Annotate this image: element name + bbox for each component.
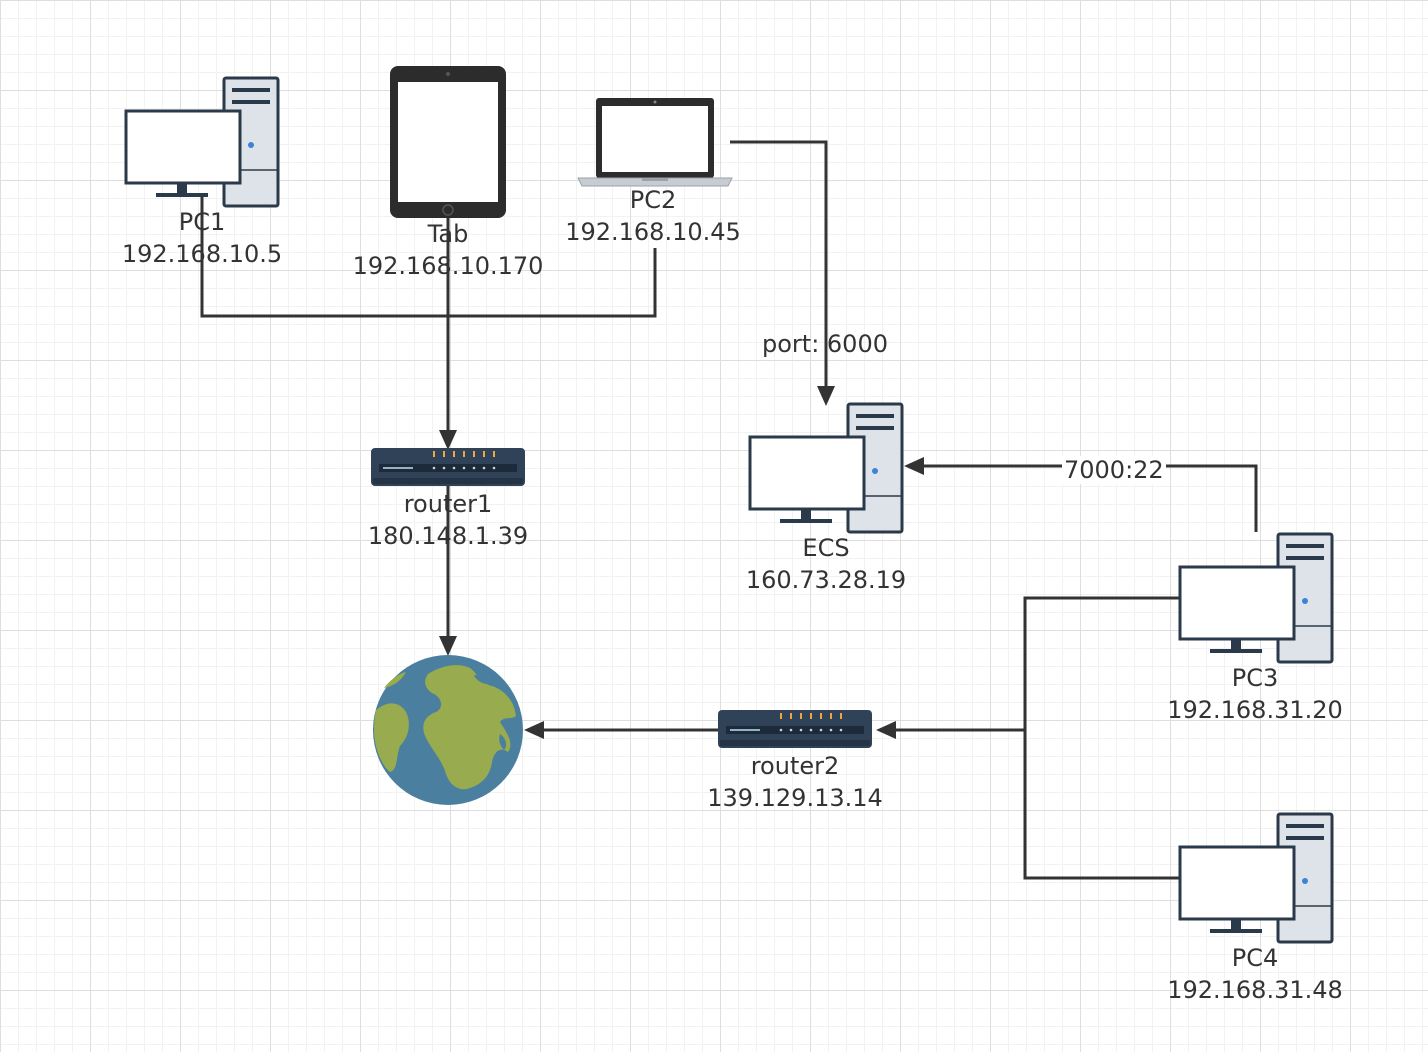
arrowheads — [439, 386, 924, 739]
tab-ip: 192.168.10.170 — [352, 252, 544, 280]
laptop-icon — [577, 98, 733, 187]
pc1-label: PC1 192.168.10.5 — [112, 206, 292, 270]
edge-pc1-lan-bus — [200, 196, 657, 318]
pc1-icon[interactable] — [124, 76, 280, 208]
pc3-name: PC3 — [1231, 664, 1279, 692]
desktop-pc-icon — [124, 76, 280, 208]
router-icon — [718, 710, 872, 748]
arrowhead-router2 — [876, 721, 896, 739]
edge-pc2-to-ecs — [730, 140, 828, 388]
pc4-ip: 192.168.31.48 — [1167, 976, 1343, 1004]
router2-name: router2 — [750, 752, 840, 780]
connectors — [200, 140, 1258, 880]
arrowhead-internet-right — [524, 721, 544, 739]
tab-label: Tab 192.168.10.170 — [336, 218, 560, 282]
router1-name: router1 — [403, 490, 493, 518]
desktop-pc-icon — [748, 402, 904, 534]
pc4-name: PC4 — [1231, 944, 1279, 972]
router2-ip: 139.129.13.14 — [707, 784, 883, 812]
router2-icon[interactable] — [718, 710, 872, 748]
pc2-label: PC2 192.168.10.45 — [553, 184, 753, 248]
edge-label-port: port: 6000 — [762, 330, 888, 358]
arrowhead-ecs-top — [817, 386, 835, 406]
tab-name: Tab — [427, 220, 469, 248]
ecs-label: ECS 160.73.28.19 — [726, 532, 926, 596]
ecs-name: ECS — [802, 534, 850, 562]
desktop-pc-icon — [1178, 532, 1334, 664]
pc1-ip: 192.168.10.5 — [121, 240, 283, 268]
pc1-name: PC1 — [178, 208, 226, 236]
router2-label: router2 139.129.13.14 — [695, 750, 895, 814]
pc4-icon[interactable] — [1178, 812, 1334, 944]
globe-icon — [373, 655, 523, 805]
edge-pc3-to-ecs — [920, 464, 1258, 532]
internet-globe[interactable] — [373, 655, 523, 805]
pc3-ip: 192.168.31.20 — [1167, 696, 1343, 724]
ecs-icon[interactable] — [748, 402, 904, 534]
router1-ip: 180.148.1.39 — [367, 522, 529, 550]
pc2-name: PC2 — [629, 186, 677, 214]
pc3-label: PC3 192.168.31.20 — [1145, 662, 1365, 726]
router1-icon[interactable] — [371, 448, 525, 486]
edge-label-forward: 7000:22 — [1062, 456, 1166, 484]
tab-icon[interactable] — [390, 66, 506, 218]
router-icon — [371, 448, 525, 486]
arrowhead-ecs-right — [904, 457, 924, 475]
pc2-icon[interactable] — [577, 98, 733, 187]
desktop-pc-icon — [1178, 812, 1334, 944]
arrowhead-router1 — [439, 430, 457, 450]
pc3-icon[interactable] — [1178, 532, 1334, 664]
router1-label: router1 180.148.1.39 — [348, 488, 548, 552]
edge-lan2-bus — [1023, 596, 1180, 880]
tablet-icon — [390, 66, 506, 218]
pc4-label: PC4 192.168.31.48 — [1145, 942, 1365, 1006]
pc2-ip: 192.168.10.45 — [565, 218, 741, 246]
ecs-ip: 160.73.28.19 — [745, 566, 907, 594]
arrowhead-internet-top — [439, 636, 457, 656]
